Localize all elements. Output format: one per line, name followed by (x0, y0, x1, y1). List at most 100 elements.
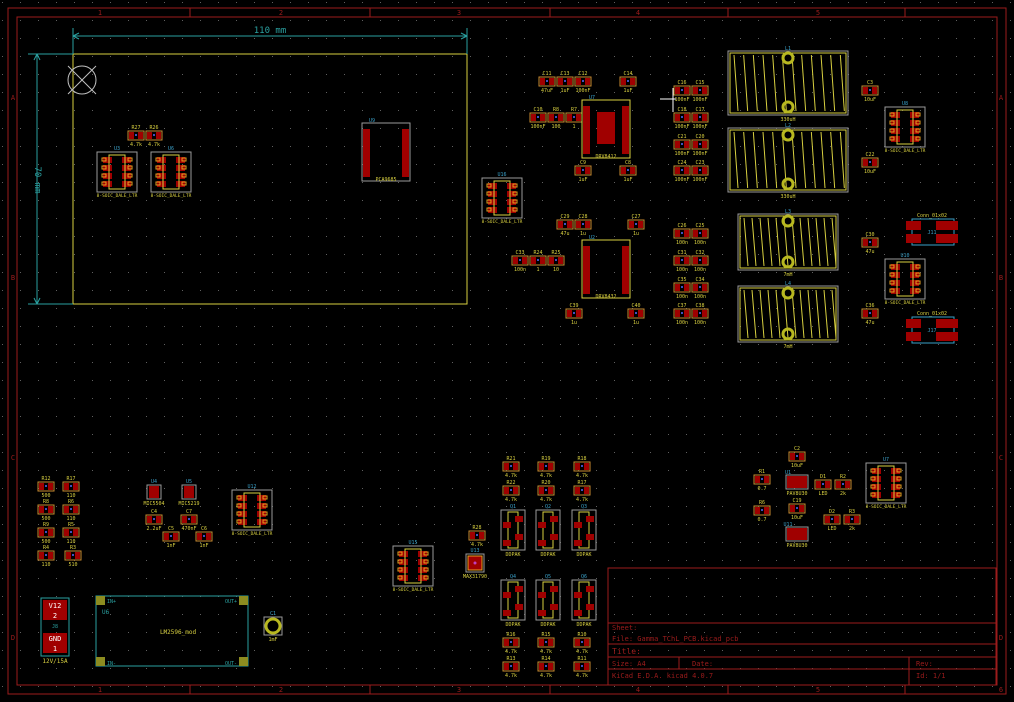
component-u8[interactable]: U88-SOIC_DALE_LTR (884, 101, 926, 154)
component-r1[interactable]: R10.7 (753, 469, 771, 492)
component-u6[interactable]: U68-SOIC_DALE_LTR (150, 146, 192, 199)
component-u3[interactable]: U38-SOIC_DALE_LTR (96, 146, 138, 199)
component-c4[interactable]: C42.2uF (145, 509, 163, 532)
buck-module[interactable]: IN+ IN- OUT+ OUT- U6 LM2596_mod (95, 595, 249, 667)
component-r6[interactable]: R60.7 (753, 500, 771, 523)
power-connector[interactable]: V12 2 J8 GND 1 12V/15A (40, 597, 70, 665)
component-u7[interactable]: U78-SOIC_DALE_LTR (865, 457, 907, 510)
